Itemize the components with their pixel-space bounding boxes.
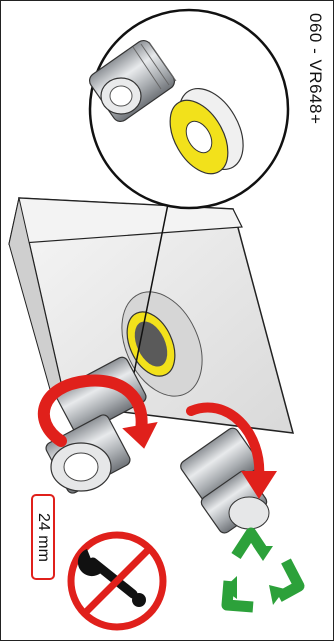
wrench-size-badge: 24 mm <box>31 494 55 580</box>
document-code: 060 - VR648+ <box>301 13 325 173</box>
wrench-size-label: 24 mm <box>33 496 53 578</box>
no-tool-icon <box>71 535 163 627</box>
zoom-detail <box>86 10 288 208</box>
recycle-icon <box>223 533 299 607</box>
